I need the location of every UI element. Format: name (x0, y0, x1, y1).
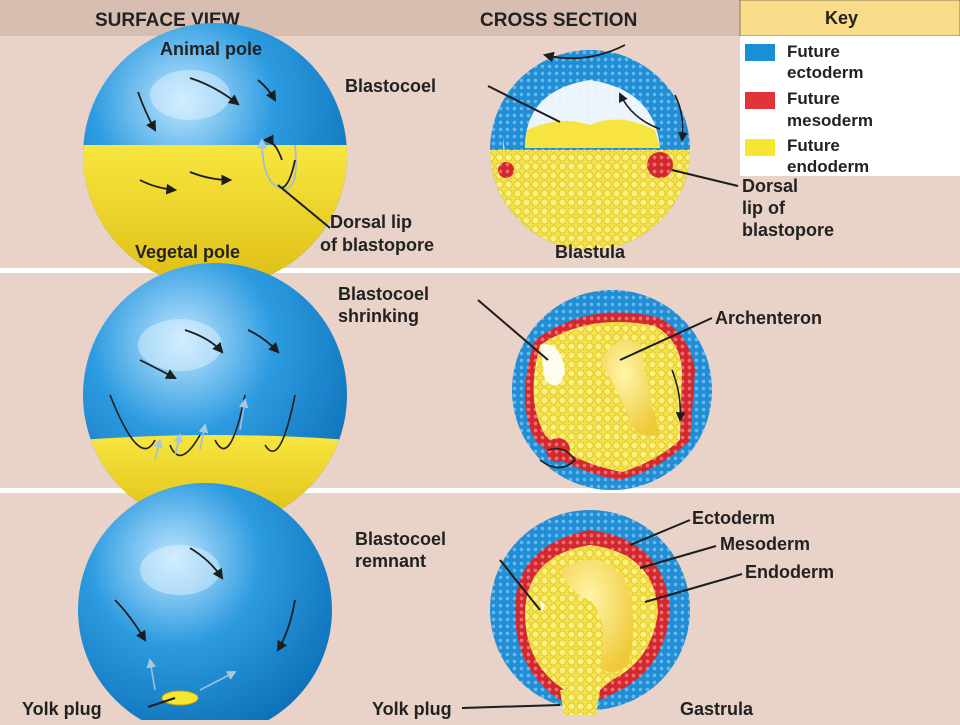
key-swatch-mesoderm (745, 92, 775, 109)
label-animal-pole: Animal pole (160, 39, 262, 59)
leader-line (147, 697, 176, 708)
row-separator (0, 268, 960, 273)
key-label: Future (787, 89, 840, 108)
leader-line (629, 519, 691, 546)
header-cross-section: CROSS SECTION (480, 10, 637, 31)
leader-line (277, 184, 331, 229)
header-bar (0, 0, 740, 36)
label-blastocoel: Blastocoel (345, 76, 436, 96)
label-endoderm: Endoderm (745, 562, 834, 582)
label-blastula: Blastula (555, 242, 626, 262)
blastula-cross-section (490, 44, 690, 250)
leader-line (639, 545, 717, 569)
label-blastocoel-shrinking: Blastocoel (338, 284, 429, 304)
label-gastrula: Gastrula (680, 699, 754, 719)
label-yolk-plug-mid: Yolk plug (372, 699, 452, 719)
leader-line (671, 169, 739, 187)
label-dorsal-lip: Dorsal lip (330, 212, 412, 232)
key-label: mesoderm (787, 111, 873, 130)
label-yolk-plug-left: Yolk plug (22, 699, 102, 719)
leader-line (461, 704, 561, 709)
leader-line (499, 559, 541, 611)
leader-line (619, 317, 713, 361)
row-separator (0, 488, 960, 493)
gastrula-early-cross-section (512, 290, 712, 490)
gastrula-late-surface-sphere (78, 483, 332, 725)
leader-line (644, 573, 743, 603)
leader-line (477, 299, 549, 361)
key-swatch-endoderm (745, 139, 775, 156)
label-mesoderm: Mesoderm (720, 534, 810, 554)
label-vegetal-pole: Vegetal pole (135, 242, 240, 262)
gastrula-late-cross-section (490, 510, 690, 715)
label-archenteron: Archenteron (715, 308, 822, 328)
key-label: endoderm (787, 157, 869, 176)
key-label: ectoderm (787, 63, 864, 82)
label-blastocoel-remnant: remnant (355, 551, 426, 571)
key-title: Key (825, 8, 858, 28)
label-ectoderm: Ectoderm (692, 508, 775, 528)
label-blastocoel-remnant: Blastocoel (355, 529, 446, 549)
gastrula-early-surface-sphere (83, 263, 347, 527)
key-label: Future (787, 136, 840, 155)
label-dorsal-lip-right: lip of (742, 198, 786, 218)
label-dorsal-lip: of blastopore (320, 235, 434, 255)
key-label: Future (787, 42, 840, 61)
label-blastocoel-shrinking: shrinking (338, 306, 419, 326)
label-dorsal-lip-right: Dorsal (742, 176, 798, 196)
leader-line (487, 85, 561, 123)
label-dorsal-lip-right: blastopore (742, 220, 834, 240)
key-legend: Key Future ectoderm Future mesoderm Futu… (739, 0, 960, 176)
key-swatch-ectoderm (745, 44, 775, 61)
